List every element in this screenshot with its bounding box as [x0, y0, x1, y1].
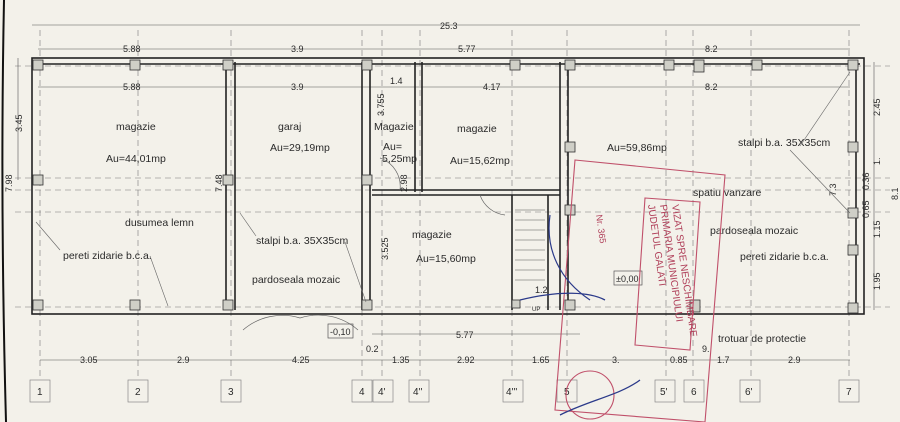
room-name: magazie — [457, 123, 497, 135]
axis-label: 5' — [660, 387, 668, 398]
dim-bottom: 2.9 — [177, 355, 190, 365]
stair-width: 1.2 — [535, 285, 548, 295]
dim-vertical: 1.15 — [872, 220, 882, 238]
walls — [31, 57, 865, 315]
note-floor: pardoseala mozaic — [710, 225, 798, 237]
room-name: garaj — [278, 121, 301, 133]
stair — [515, 209, 545, 281]
dim-inner: 4.17 — [483, 82, 501, 92]
note-columns: stalpi b.a. 35X35cm — [256, 235, 348, 247]
room-area-label: Au= — [383, 141, 402, 153]
dim-inner: 3.9 — [291, 82, 304, 92]
dim-total-width: 25.3 — [440, 21, 458, 31]
dim-top: 5.88 — [123, 44, 141, 54]
level-inside: ±0,00 — [616, 274, 638, 284]
dim-9: 9. — [702, 344, 710, 354]
dim-inner: 8.2 — [705, 82, 718, 92]
dim-bottom: 0.2 — [366, 344, 379, 354]
dim-bottom-577: 5.77 — [456, 330, 474, 340]
dim-bottom: 1.35 — [392, 355, 410, 365]
room-name: spatiu vanzare — [693, 187, 761, 199]
dim-bottom: 1.65 — [532, 355, 550, 365]
level-box — [613, 270, 643, 286]
axis-label: 4'' — [413, 387, 422, 398]
dim-bottom: 2.9 — [788, 355, 801, 365]
dim-bottom: 0.85 — [670, 355, 688, 365]
note-columns: stalpi b.a. 35X35cm — [738, 137, 830, 149]
room-area: 5,25mp — [382, 153, 417, 165]
dim-vertical: 0.36 — [861, 172, 871, 190]
room-area: Au=44,01mp — [106, 153, 166, 165]
columns — [32, 59, 859, 314]
dim-vertical: 1. — [872, 157, 882, 165]
dim-vertical: 1.95 — [872, 272, 882, 290]
dim-bottom: 1.7 — [717, 355, 730, 365]
axis-label: 6' — [745, 387, 753, 398]
dim-inner: 1.4 — [390, 76, 403, 86]
dim-top: 3.9 — [291, 44, 304, 54]
dim-vertical: 2.98 — [399, 174, 409, 192]
axis-label: 4''' — [506, 387, 517, 398]
room-name: magazie — [412, 229, 452, 241]
note-floor: dusumea lemn — [125, 217, 194, 229]
note-walls: pereti zidarie b.c.a. — [740, 251, 829, 263]
dim-vertical: 0.65 — [861, 200, 871, 218]
room-name: Magazie — [374, 121, 414, 133]
axis-label: 4' — [378, 387, 386, 398]
approval-stamp: JUDETUL GALATI PRIMARIA MUNICIPIULUI VIZ… — [519, 159, 726, 422]
level-box — [327, 323, 354, 339]
leader-lines — [35, 71, 851, 307]
dim-vertical: 3.45 — [14, 114, 24, 132]
level-outside: -0,10 — [330, 327, 351, 337]
axis-label: 2 — [135, 387, 141, 398]
dim-vertical: 2.45 — [872, 98, 882, 116]
page-edge — [1, 0, 7, 422]
grid-lines — [15, 30, 890, 380]
axis-label: 3 — [228, 387, 234, 398]
dim-bottom: 3.05 — [80, 355, 98, 365]
note-walls: pereti zidarie b.c.a. — [63, 250, 152, 262]
dim-bottom: 2.92 — [457, 355, 475, 365]
axis-label: 7 — [846, 387, 852, 398]
axis-labels — [29, 379, 860, 403]
room-area: Au=15,62mp — [450, 155, 510, 167]
dim-bottom: 3. — [612, 355, 620, 365]
axis-label: 6 — [691, 387, 697, 398]
dim-vertical: 7.98 — [4, 174, 14, 192]
room-name: magazie — [116, 121, 156, 133]
dim-inner: 5.88 — [123, 82, 141, 92]
dim-top: 5.77 — [458, 44, 476, 54]
note-sidewalk: trotuar de protectie — [718, 333, 806, 345]
dim-vertical: 7.3 — [828, 183, 838, 196]
axis-label: 5 — [564, 387, 570, 398]
room-area: Au=15,60mp — [416, 253, 476, 265]
svg-text:Nr. 365: Nr. 365 — [594, 214, 608, 244]
stair-up: UP — [532, 307, 540, 313]
dim-vertical: 8.1 — [890, 187, 900, 200]
room-area: Au=59,86mp — [607, 142, 667, 154]
room-area: Au=29,19mp — [270, 142, 330, 154]
dim-vertical: 3.525 — [380, 237, 390, 260]
axis-label: 4 — [359, 387, 365, 398]
dim-top: 8.2 — [705, 44, 718, 54]
dim-vertical: 7.48 — [214, 174, 224, 192]
dimension-lines — [17, 24, 875, 361]
dim-vertical: 3.755 — [376, 93, 386, 116]
dim-bottom: 4.25 — [292, 355, 310, 365]
axis-label: 1 — [37, 387, 43, 398]
note-floor: pardoseala mozaic — [252, 274, 340, 286]
